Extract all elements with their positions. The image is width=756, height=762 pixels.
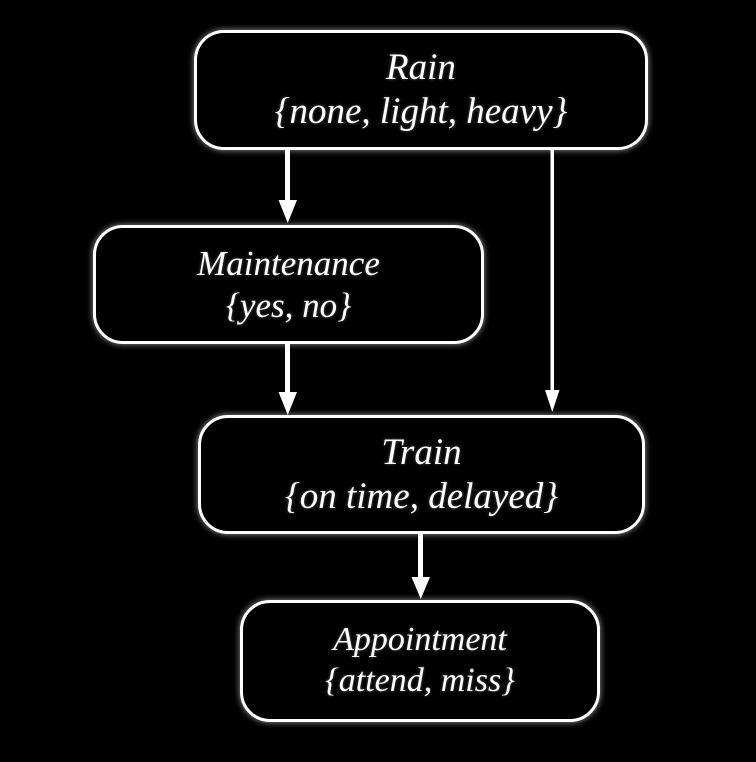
node-appointment[interactable]: Appointment {attend, miss} bbox=[240, 600, 600, 722]
node-maintenance[interactable]: Maintenance {yes, no} bbox=[93, 225, 484, 344]
node-rain-title: Rain bbox=[386, 47, 456, 89]
node-train[interactable]: Train {on time, delayed} bbox=[198, 415, 645, 534]
arrow-maintenance-to-train-icon bbox=[272, 344, 304, 418]
node-train-title: Train bbox=[381, 431, 462, 473]
arrow-rain-to-maintenance-icon bbox=[272, 150, 304, 226]
node-train-states: {on time, delayed} bbox=[284, 475, 559, 517]
node-appointment-states: {attend, miss} bbox=[325, 662, 515, 699]
arrow-rain-to-train-icon bbox=[540, 150, 568, 416]
node-maintenance-states: {yes, no} bbox=[225, 285, 352, 325]
node-rain-states: {none, light, heavy} bbox=[274, 91, 568, 132]
node-appointment-title: Appointment bbox=[333, 621, 507, 659]
arrow-train-to-appointment-icon bbox=[405, 534, 437, 602]
node-maintenance-title: Maintenance bbox=[197, 243, 380, 283]
node-rain[interactable]: Rain {none, light, heavy} bbox=[194, 30, 648, 150]
